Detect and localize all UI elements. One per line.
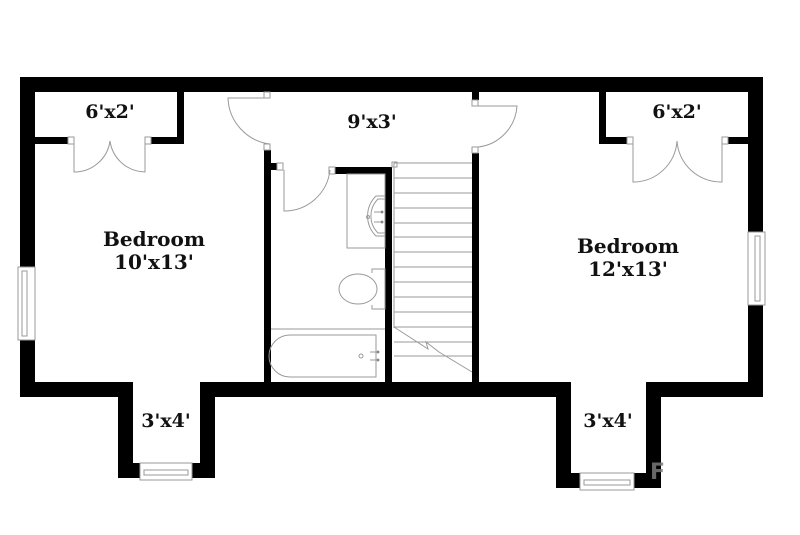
windows	[17, 231, 766, 491]
door-closet-right[interactable]	[632, 140, 723, 183]
sink-icon	[346, 173, 386, 249]
exterior-walls	[20, 77, 763, 488]
closet-right-dimensions: 6'x2'	[652, 101, 702, 123]
window-right-bay	[579, 472, 635, 491]
door-closet-left[interactable]	[73, 140, 146, 173]
window-left-bedroom	[17, 266, 36, 341]
bay-right-dimensions: 3'x4'	[583, 410, 633, 432]
window-right-bedroom	[747, 231, 766, 306]
door-jambs	[67, 91, 729, 175]
bathtub-icon	[268, 328, 385, 378]
staircase-icon[interactable]	[393, 162, 473, 373]
door-bathroom[interactable]	[283, 169, 331, 212]
watermark-logo: F	[650, 460, 666, 485]
bedroom-left-dimensions: 10'x13'	[114, 250, 194, 274]
bedroom-right-dimensions: 12'x13'	[588, 257, 668, 281]
hallway-dimensions: 9'x3'	[347, 111, 397, 133]
interior-walls	[35, 92, 748, 382]
bedroom-right-name: Bedroom	[577, 234, 679, 258]
door-bedroom-right[interactable]	[477, 105, 518, 148]
bathroom-fixtures	[268, 173, 386, 378]
door-bedroom-left[interactable]	[227, 97, 271, 145]
window-left-bay	[139, 462, 193, 481]
toilet-icon	[338, 268, 386, 310]
bedroom-left-name: Bedroom	[103, 227, 205, 251]
bedroom-right-label: Bedroom 12'x13'	[558, 235, 698, 281]
closet-left-dimensions: 6'x2'	[85, 101, 135, 123]
bedroom-left-label: Bedroom 10'x13'	[84, 228, 224, 274]
doors	[73, 97, 723, 212]
bay-left-dimensions: 3'x4'	[141, 410, 191, 432]
